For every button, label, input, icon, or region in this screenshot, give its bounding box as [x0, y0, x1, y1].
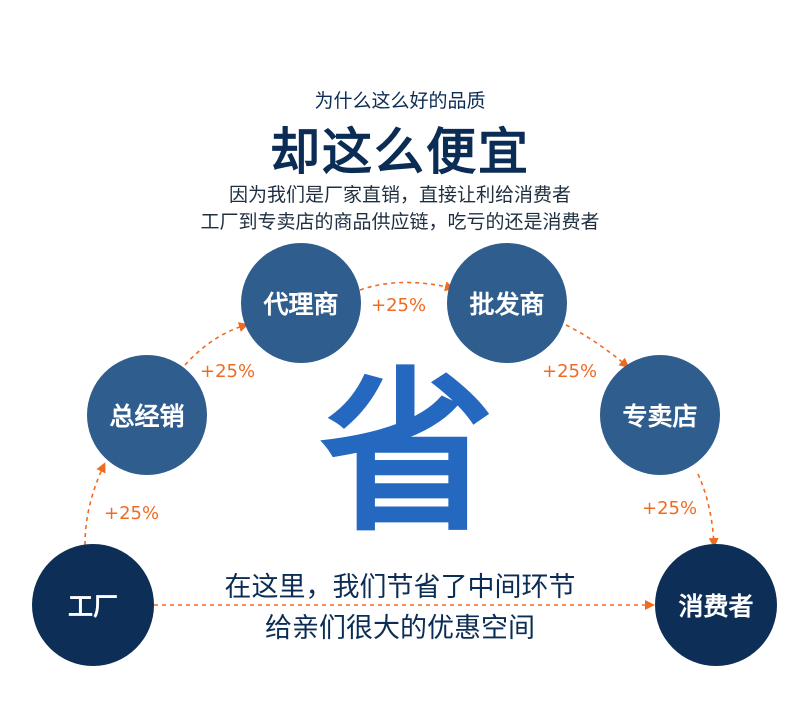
markup-distributor-to-agent: +25%	[200, 361, 256, 382]
markup-agent-to-wholesaler: +25%	[371, 295, 427, 316]
node-general-distributor: 总经销	[87, 355, 207, 475]
save-character: 省	[319, 353, 495, 556]
markup-store-to-consumer: +25%	[642, 498, 698, 519]
node-consumer: 消费者	[655, 544, 777, 666]
markup-factory-to-distributor: +25%	[104, 503, 160, 524]
arrow-factory-to-distributor	[84, 462, 106, 546]
node-wholesaler: 批发商	[447, 243, 567, 363]
node-factory: 工厂	[32, 544, 154, 666]
node-agent: 代理商	[241, 243, 361, 363]
bottom-line-2: 给亲们很大的优惠空间	[265, 613, 535, 644]
page-title: 却这么便宜	[270, 123, 530, 181]
subtitle: 为什么这么好的品质	[314, 90, 486, 112]
node-general-distributor-label: 总经销	[109, 402, 185, 431]
arrow-distributor-to-agent	[184, 322, 249, 366]
arrow-agent-to-wholesaler	[359, 281, 455, 292]
node-consumer-label: 消费者	[678, 592, 754, 621]
markup-wholesaler-to-store: +25%	[542, 361, 598, 382]
node-factory-label: 工厂	[67, 592, 118, 621]
description-line-2: 工厂到专卖店的商品供应链，吃亏的还是消费者	[200, 211, 600, 233]
node-agent-label: 代理商	[263, 290, 339, 319]
arrow-wholesaler-to-store	[565, 324, 630, 368]
arrow-store-to-consumer	[697, 473, 719, 548]
node-wholesaler-label: 批发商	[469, 290, 545, 319]
description-line-1: 因为我们是厂家直销，直接让利给消费者	[228, 184, 571, 206]
node-store: 专卖店	[600, 355, 720, 475]
node-store-label: 专卖店	[622, 402, 698, 431]
bottom-line-1: 在这里，我们节省了中间环节	[224, 572, 576, 603]
